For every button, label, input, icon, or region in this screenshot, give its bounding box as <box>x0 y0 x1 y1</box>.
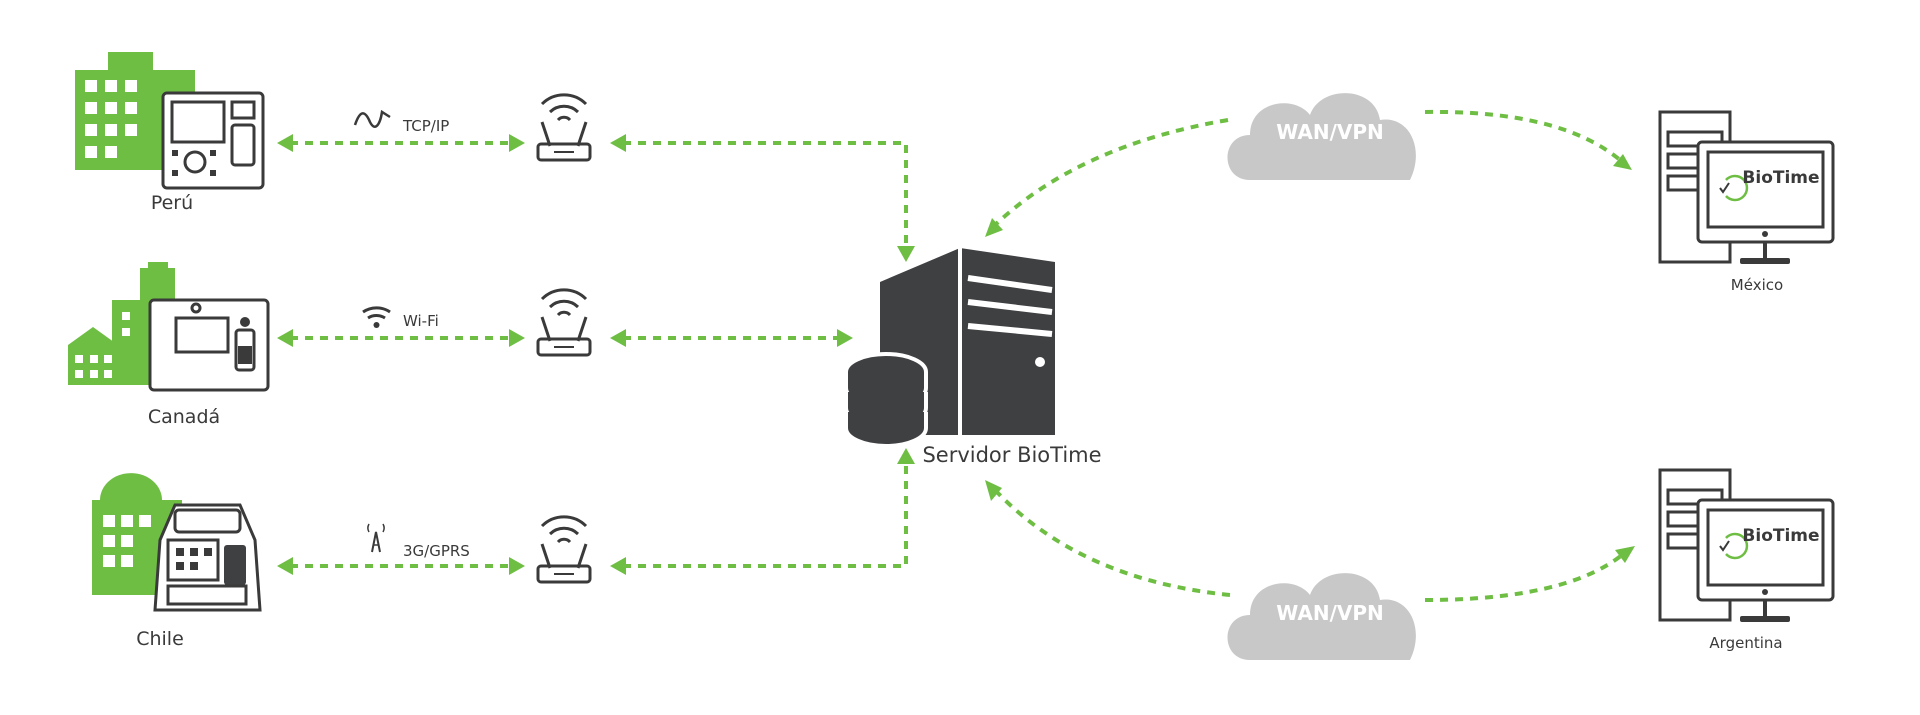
wifi-label: Wi-Fi <box>403 312 439 330</box>
biotime-logo-argentina: BioTime <box>1742 526 1819 546</box>
mexico-client: BioTime México <box>1658 110 1835 294</box>
cloud-bottom: WAN/VPN <box>1227 573 1416 660</box>
server-icon <box>880 244 1055 438</box>
gprs-connection: 3G/GPRS <box>367 523 470 560</box>
chile-terminal-icon <box>153 503 262 612</box>
right-connectors <box>985 109 1635 602</box>
mexico-label: México <box>1731 276 1783 294</box>
peru-terminal-icon <box>161 91 265 190</box>
cloud-top: WAN/VPN <box>1227 93 1416 180</box>
wifi-connection: Wi-Fi <box>362 306 439 330</box>
chile-label: Chile <box>136 628 184 650</box>
peru-site: Perú <box>75 52 265 214</box>
computer-icon-argentina <box>1658 468 1835 624</box>
canada-site: Canadá <box>68 262 270 428</box>
chile-site: Chile <box>92 473 262 650</box>
database-icon <box>844 352 928 448</box>
gprs-label: 3G/GPRS <box>403 542 470 560</box>
server-label: Servidor BioTime <box>922 443 1101 467</box>
left-connectors <box>277 134 915 575</box>
router-icon-chile <box>536 515 592 584</box>
canada-terminal-icon <box>148 298 270 392</box>
antenna-icon <box>367 523 385 553</box>
argentina-client: BioTime Argentina <box>1658 468 1835 652</box>
wifi-icon <box>362 306 391 328</box>
canada-label: Canadá <box>148 406 220 428</box>
biotime-logo-mexico: BioTime <box>1742 168 1819 188</box>
router-icon-canada <box>536 288 592 357</box>
argentina-label: Argentina <box>1709 634 1782 652</box>
cable-icon <box>353 109 391 128</box>
computer-icon-mexico <box>1658 110 1835 266</box>
peru-label: Perú <box>151 192 193 214</box>
cloud-top-label: WAN/VPN <box>1276 120 1384 144</box>
cloud-bottom-label: WAN/VPN <box>1276 601 1384 625</box>
tcpip-connection: TCP/IP <box>353 109 449 135</box>
tcpip-label: TCP/IP <box>402 117 449 135</box>
router-icon-peru <box>536 93 592 162</box>
